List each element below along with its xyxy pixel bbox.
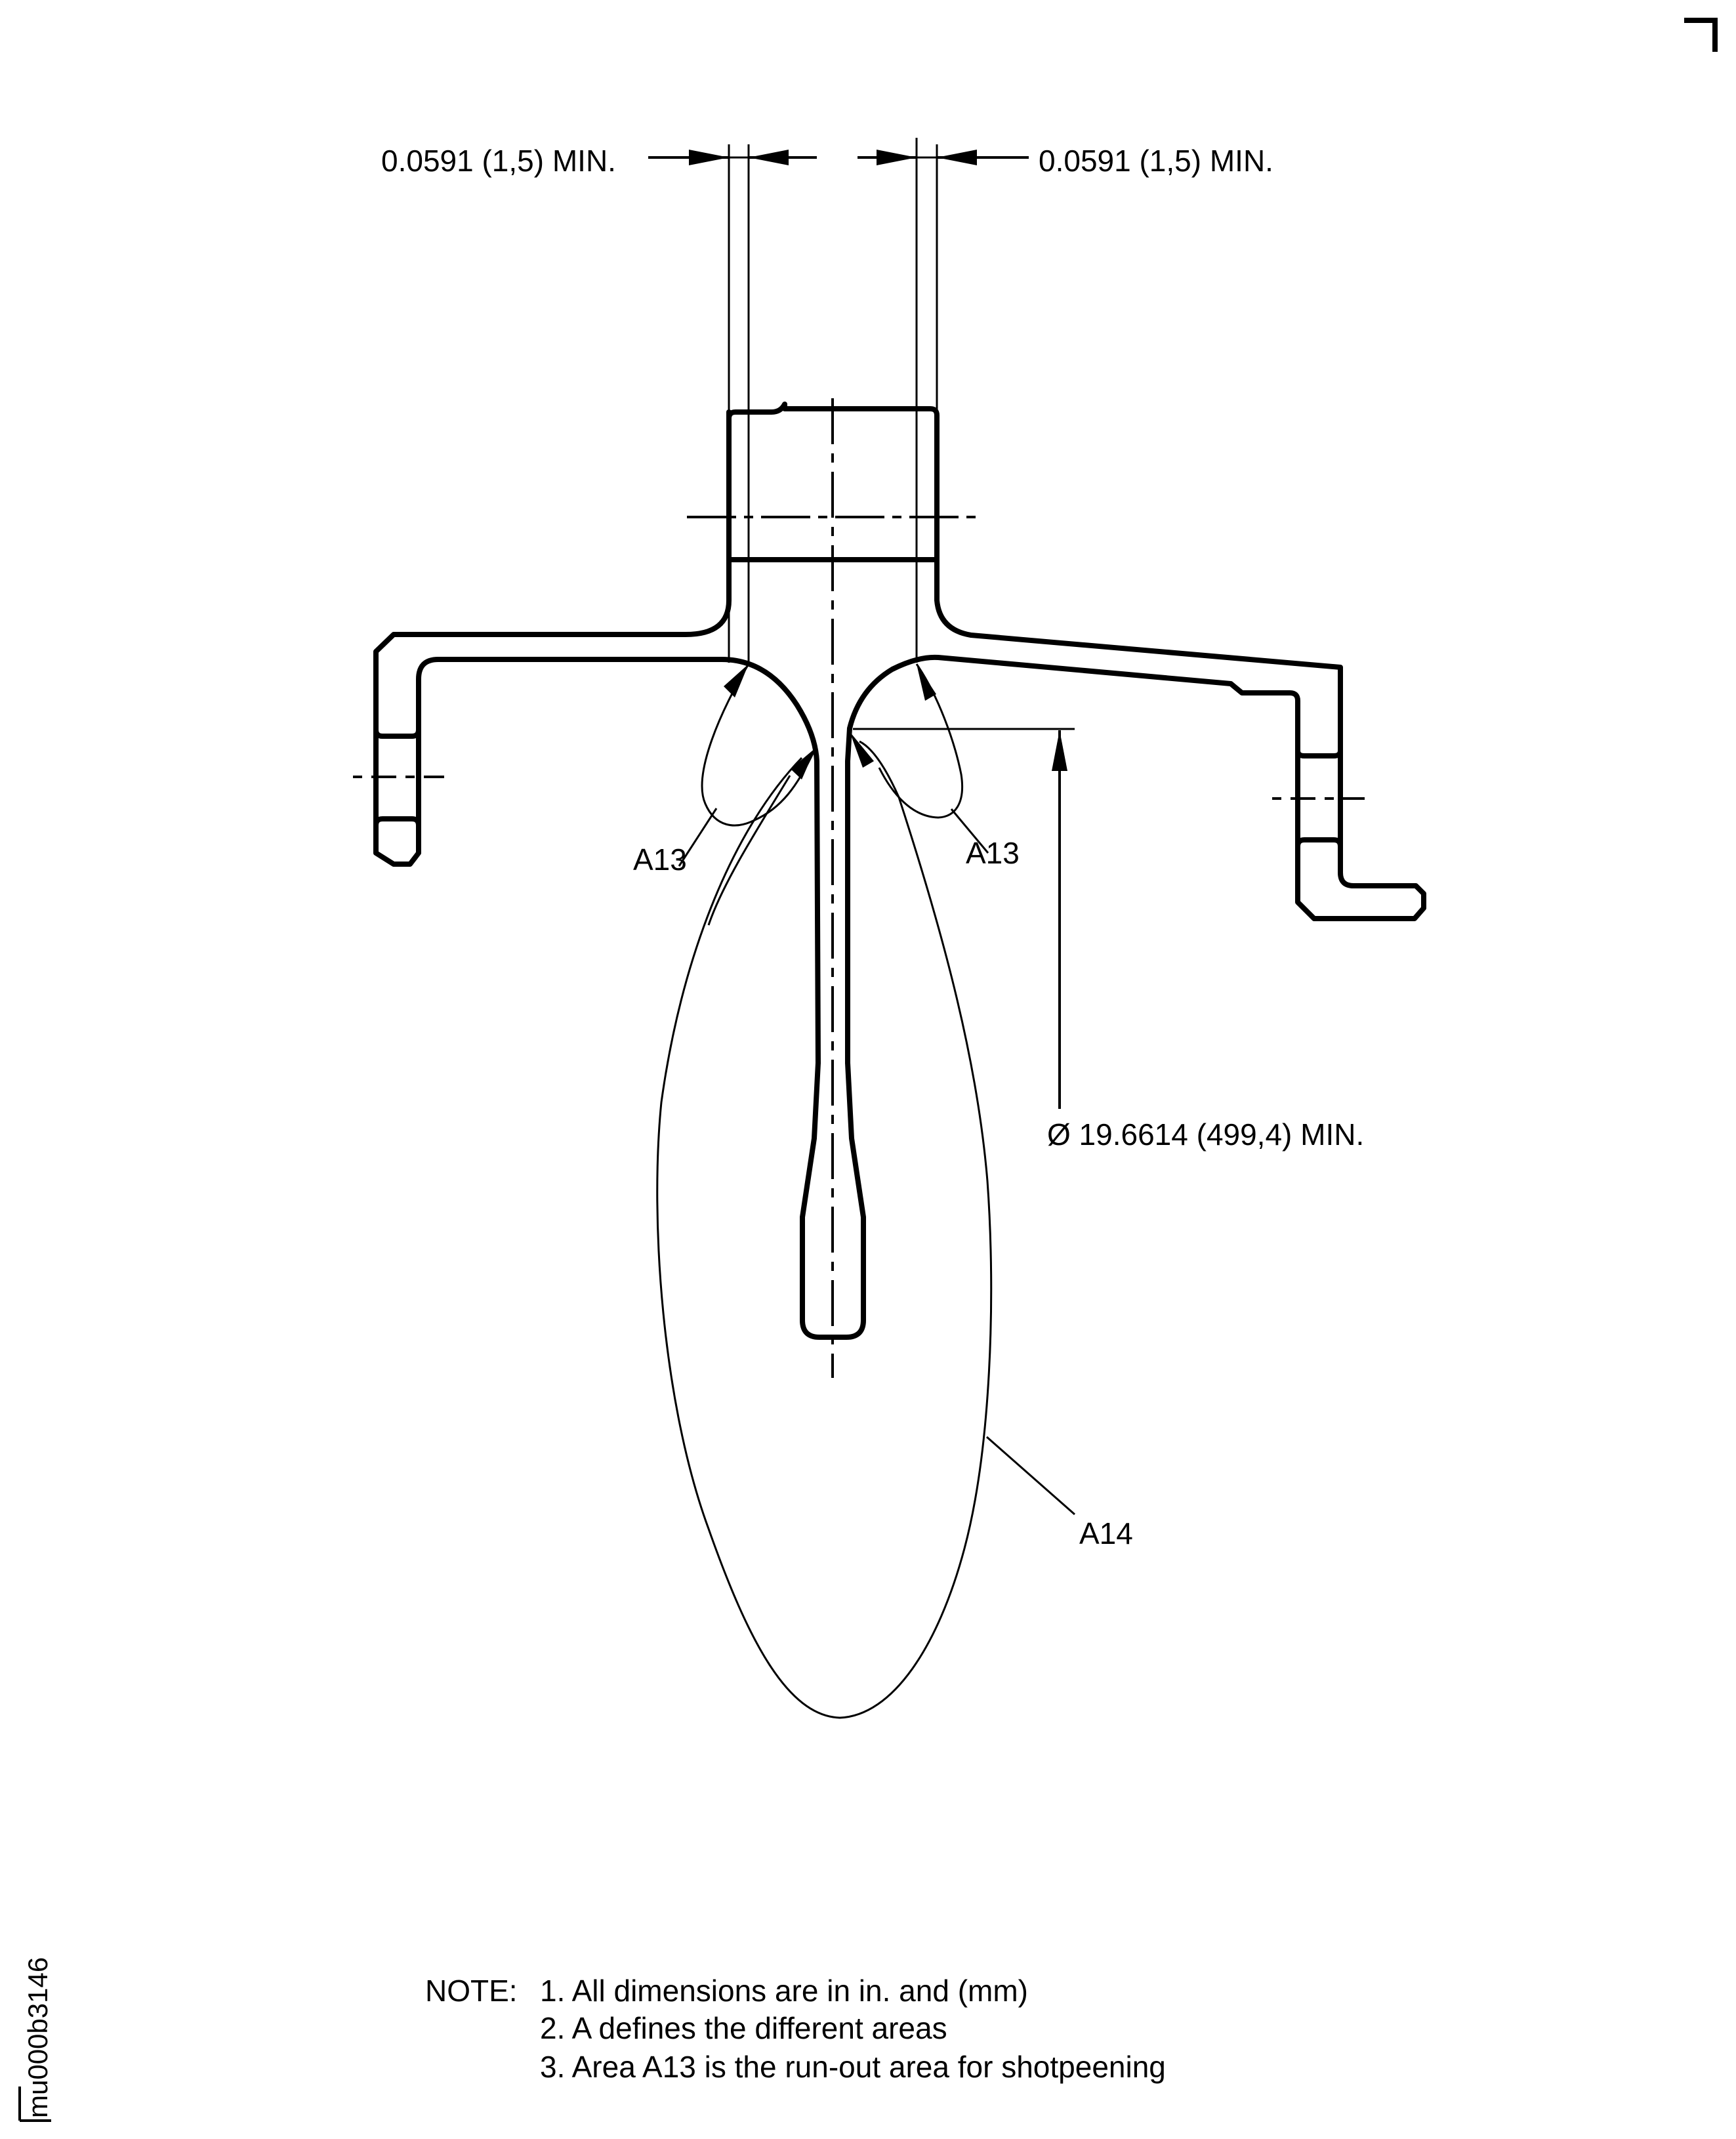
left-gap-dimension-label: 0.0591 (1,5) MIN. — [381, 144, 616, 178]
center-lines — [353, 398, 1365, 1378]
area-a14 — [656, 740, 1075, 1719]
area-a13-left — [678, 663, 817, 926]
figure-id-block: mu000b3146 — [18, 1957, 53, 2122]
notes-block: NOTE: 1. All dimensions are in in. and (… — [425, 1974, 1166, 2084]
note-item-3: 3. Area A13 is the run-out area for shot… — [540, 2050, 1166, 2084]
blade-root-outline — [373, 402, 1426, 1340]
a13-left-label: A13 — [633, 842, 687, 877]
note-item-1: 1. All dimensions are in in. and (mm) — [540, 1974, 1028, 2008]
diameter-dimension-label: Ø 19.6614 (499,4) MIN. — [1047, 1117, 1364, 1152]
right-gap-dimension-label: 0.0591 (1,5) MIN. — [1039, 144, 1273, 178]
corner-mark — [1684, 18, 1718, 52]
diameter-dimension — [853, 728, 1075, 1109]
notes-heading: NOTE: — [425, 1974, 518, 2008]
area-a13-right — [850, 663, 989, 854]
a13-right-label: A13 — [966, 836, 1020, 870]
note-item-2: 2. A defines the different areas — [540, 2011, 947, 2045]
a14-label: A14 — [1079, 1516, 1133, 1550]
top-dimension-right — [858, 138, 1029, 663]
top-dimension-left — [648, 144, 817, 663]
figure-id: mu000b3146 — [22, 1957, 53, 2118]
